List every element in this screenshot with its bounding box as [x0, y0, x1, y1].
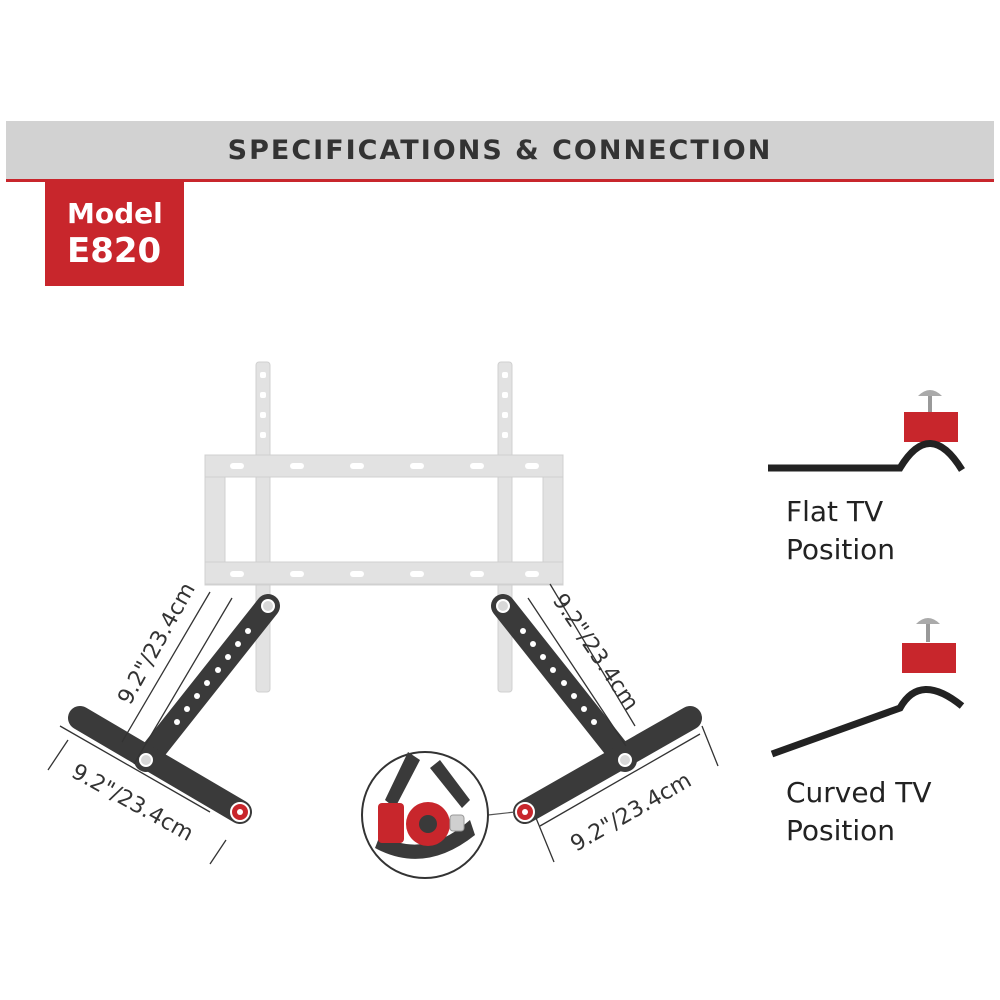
mount-bottom-bar: [204, 561, 564, 585]
flat-tv-caption: Flat TV Position: [786, 493, 895, 569]
curved-tv-caption: Curved TV Position: [786, 774, 932, 850]
model-number: E820: [67, 231, 162, 271]
bolt-head: [449, 814, 465, 832]
header-band: SPECIFICATIONS & CONNECTION: [6, 121, 994, 182]
mount-slots: [230, 372, 539, 577]
flat-tv-caption-line2: Position: [786, 533, 896, 566]
page-title: SPECIFICATIONS & CONNECTION: [227, 134, 773, 166]
right-bracket-base: [513, 706, 702, 824]
curved-tv-caption-line1: Curved TV: [786, 776, 932, 809]
curved-tv-position-icon: [770, 618, 965, 758]
left-bracket-top-bolt: [261, 599, 275, 613]
tv-wall-mount: [204, 361, 564, 693]
model-badge: Model E820: [45, 182, 184, 286]
left-dimension-lines: [47, 591, 233, 865]
left-bracket-base: [68, 706, 252, 824]
mount-vertical-rail-left: [255, 361, 271, 693]
curved-tv-caption-line2: Position: [786, 814, 896, 847]
left-bracket: [68, 594, 280, 824]
right-dimension-lines: [527, 583, 719, 863]
mount-vertical-rail-right: [497, 361, 513, 693]
right-bracket-joint: [618, 753, 632, 767]
right-bracket: [491, 594, 702, 824]
red-knob: [378, 803, 404, 843]
flat-tv-position-icon: [768, 390, 965, 472]
right-bracket-top-bolt: [496, 599, 510, 613]
left-bracket-joint: [139, 753, 153, 767]
flat-tv-caption-line1: Flat TV: [786, 495, 884, 528]
connection-detail-callout: [361, 751, 516, 879]
mount-top-bar: [204, 454, 564, 478]
model-label: Model: [67, 197, 163, 230]
